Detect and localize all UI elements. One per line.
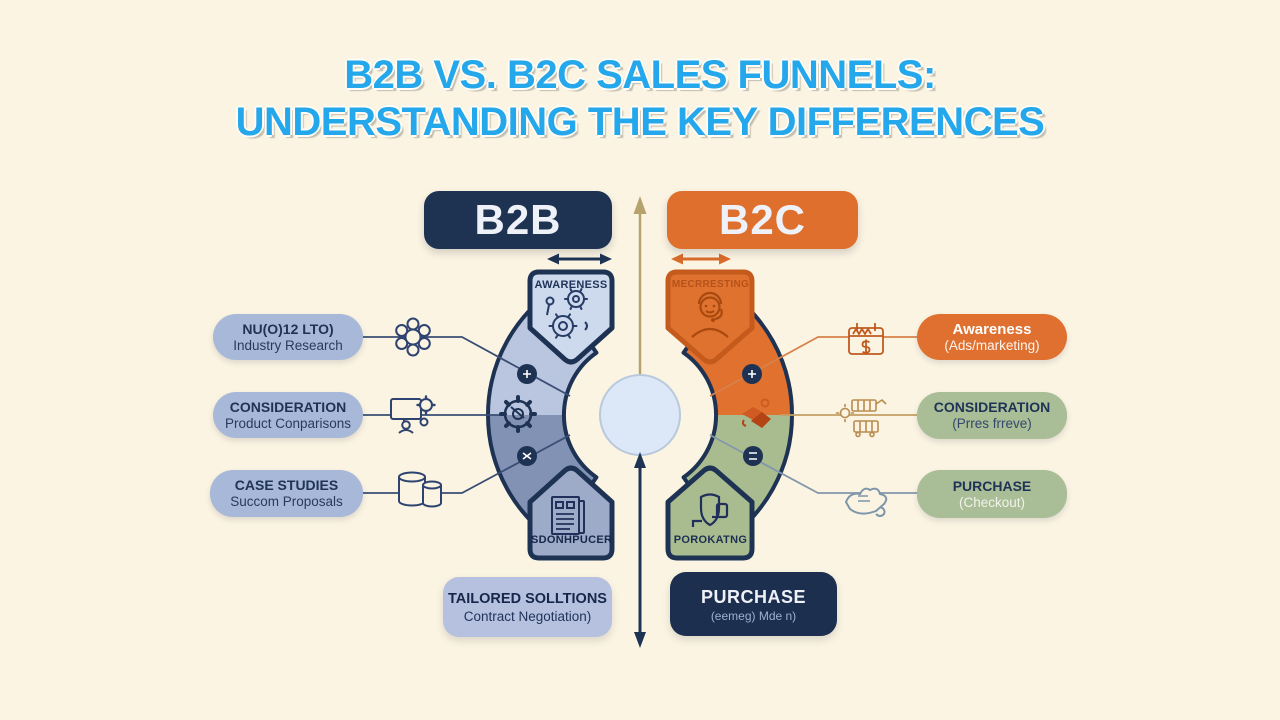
shopping-cart-icon <box>835 398 887 438</box>
b2b-bottom-label: SDONHPUCER <box>531 534 613 546</box>
b2b-stage-tailored-solutions: TAILORED SOLLTIONS Contract Negotiation) <box>443 577 612 637</box>
shield-lock-icon <box>691 493 729 527</box>
stage-title: Awareness <box>952 320 1032 338</box>
b2b-stage-case-studies: CASE STUDIES Succom Proposals <box>210 470 363 517</box>
monitor-gear-icon <box>390 395 436 434</box>
b2c-header-label: B2C <box>718 196 807 243</box>
stage-subtitle: (Prres frreve) <box>952 416 1032 431</box>
gear-icon <box>499 395 537 433</box>
title-line-1: B2B VS. B2C SALES FUNNELS: <box>344 53 936 97</box>
b2c-stage-awareness: Awareness (Ads/marketing) <box>917 314 1067 360</box>
stage-title: CONSIDERATION <box>229 398 347 415</box>
calendar-dollar-icon <box>848 323 884 355</box>
stage-subtitle: Succom Proposals <box>230 494 343 509</box>
stage-subtitle: (Checkout) <box>958 494 1026 510</box>
b2c-header: B2C <box>667 191 858 249</box>
b2b-width-arrow <box>547 253 612 265</box>
stage-subtitle: Industry Research <box>233 337 343 353</box>
stage-subtitle: (eemeg) Mde n) <box>710 609 797 623</box>
b2b-header-label: B2B <box>474 196 562 243</box>
timeline-down-arrow <box>634 452 646 648</box>
title-line-2: UNDERSTANDING THE KEY DIFFERENCES <box>235 100 1045 144</box>
b2b-stage-consideration: CONSIDERATION Product Conparisons <box>213 392 363 438</box>
b2b-stage-industry-research: NU(O)12 LTO) Industry Research <box>213 314 363 360</box>
center-circle <box>599 374 681 456</box>
b2c-stage-consideration: CONSIDERATION (Prres frreve) <box>917 392 1067 439</box>
b2c-width-arrow <box>671 253 731 265</box>
stage-title: CASE STUDIES <box>234 477 339 493</box>
stage-subtitle: Product Conparisons <box>224 415 352 431</box>
hand-icon <box>844 487 888 517</box>
flower-gear-icon <box>395 317 431 357</box>
stage-title: NU(O)12 LTO) <box>242 320 334 337</box>
stage-title: PURCHASE <box>700 587 806 607</box>
funnel-node-dots <box>517 364 763 466</box>
b2c-bottom-label: POROKATNG <box>673 534 748 546</box>
stage-title: PURCHASE <box>952 477 1032 494</box>
support-person-icon <box>691 291 729 338</box>
stage-subtitle: Contract Negotiation) <box>463 609 592 624</box>
handshake-icon <box>741 398 771 428</box>
b2c-stage-purchase-bottom: PURCHASE (eemeg) Mde n) <box>670 572 837 636</box>
b2c-bottom-segment <box>665 465 755 561</box>
database-icon <box>398 471 442 508</box>
gears-icon <box>545 288 588 339</box>
b2b-awareness-label: AWARENESS <box>534 279 608 291</box>
b2c-stage-purchase: PURCHASE (Checkout) <box>917 470 1067 518</box>
b2c-top-label: MECRRESTING <box>671 279 750 290</box>
b2b-header: B2B <box>424 191 612 249</box>
stage-title: CONSIDERATION <box>933 399 1051 415</box>
document-icon <box>551 496 585 535</box>
b2b-awareness-segment <box>527 269 615 365</box>
stage-title: TAILORED SOLLTIONS <box>448 591 607 607</box>
timeline-up-arrow <box>633 196 647 378</box>
page-title: B2B VS. B2C SALES FUNNELS: UNDERSTANDING… <box>0 52 1280 146</box>
stage-subtitle: (Ads/marketing) <box>944 337 1040 353</box>
